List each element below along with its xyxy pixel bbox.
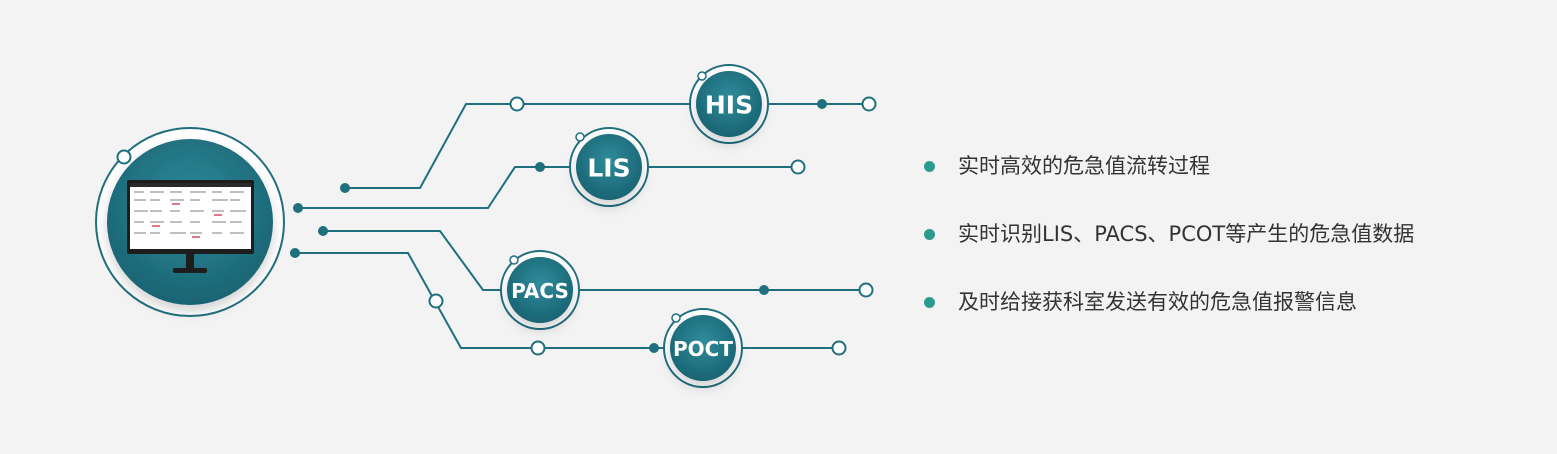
pacs-ring-dot [509, 255, 519, 265]
line-mid-dot [649, 343, 659, 353]
feature-text: 实时识别LIS、PACS、PCOT等产生的危急值数据 [958, 222, 1415, 246]
line-start-dot [318, 226, 328, 236]
line-start-dot [293, 203, 303, 213]
poct-label: POCT [673, 337, 733, 361]
line-ring-dot [428, 293, 444, 309]
poct-node: POCT [663, 308, 743, 388]
bullet-dot [924, 161, 935, 172]
his-label: HIS [705, 91, 753, 120]
lis-ring-dot [575, 132, 585, 142]
line-mid-dot [759, 285, 769, 295]
feature-item: 实时高效的危急值流转过程 [922, 148, 1414, 184]
his-disc [696, 71, 762, 137]
line-end-ring [858, 282, 874, 298]
line-end-ring [790, 159, 806, 175]
feature-item: 及时给接获科室发送有效的危急值报警信息 [922, 284, 1414, 320]
pacs-node: PACS [500, 250, 580, 330]
feature-text: 实时高效的危急值流转过程 [958, 154, 1210, 178]
pacs-label: PACS [511, 279, 569, 303]
ring-dots [428, 96, 877, 356]
line-start-dot [340, 183, 350, 193]
computer-node [95, 127, 285, 317]
line-mid-dot [817, 99, 827, 109]
poct-ring-dot [671, 313, 681, 323]
line-pacs [323, 230, 866, 291]
lis-label: LIS [587, 154, 630, 183]
filled-dots [290, 99, 827, 353]
lis-disc [576, 134, 642, 200]
line-ring-dot [509, 96, 525, 112]
line-end-ring [831, 340, 847, 356]
line-his [345, 103, 869, 189]
computer-ring-dot [116, 149, 132, 165]
line-start-dot [290, 248, 300, 258]
line-end-ring [861, 96, 877, 112]
line-mid-dot [535, 162, 545, 172]
feature-text: 及时给接获科室发送有效的危急值报警信息 [958, 290, 1357, 314]
line-ring-dot [530, 340, 546, 356]
monitor-icon [127, 180, 254, 273]
poct-disc [670, 315, 736, 381]
pacs-disc [507, 257, 573, 323]
feature-list: 实时高效的危急值流转过程 实时识别LIS、PACS、PCOT等产生的危急值数据 … [922, 148, 1414, 352]
line-lis [298, 166, 798, 209]
feature-item: 实时识别LIS、PACS、PCOT等产生的危急值数据 [922, 216, 1414, 252]
bullet-dot [924, 229, 935, 240]
his-ring-dot [697, 71, 707, 81]
lis-node: LIS [569, 127, 649, 207]
bullet-dot [924, 297, 935, 308]
his-node: HIS [689, 64, 769, 144]
